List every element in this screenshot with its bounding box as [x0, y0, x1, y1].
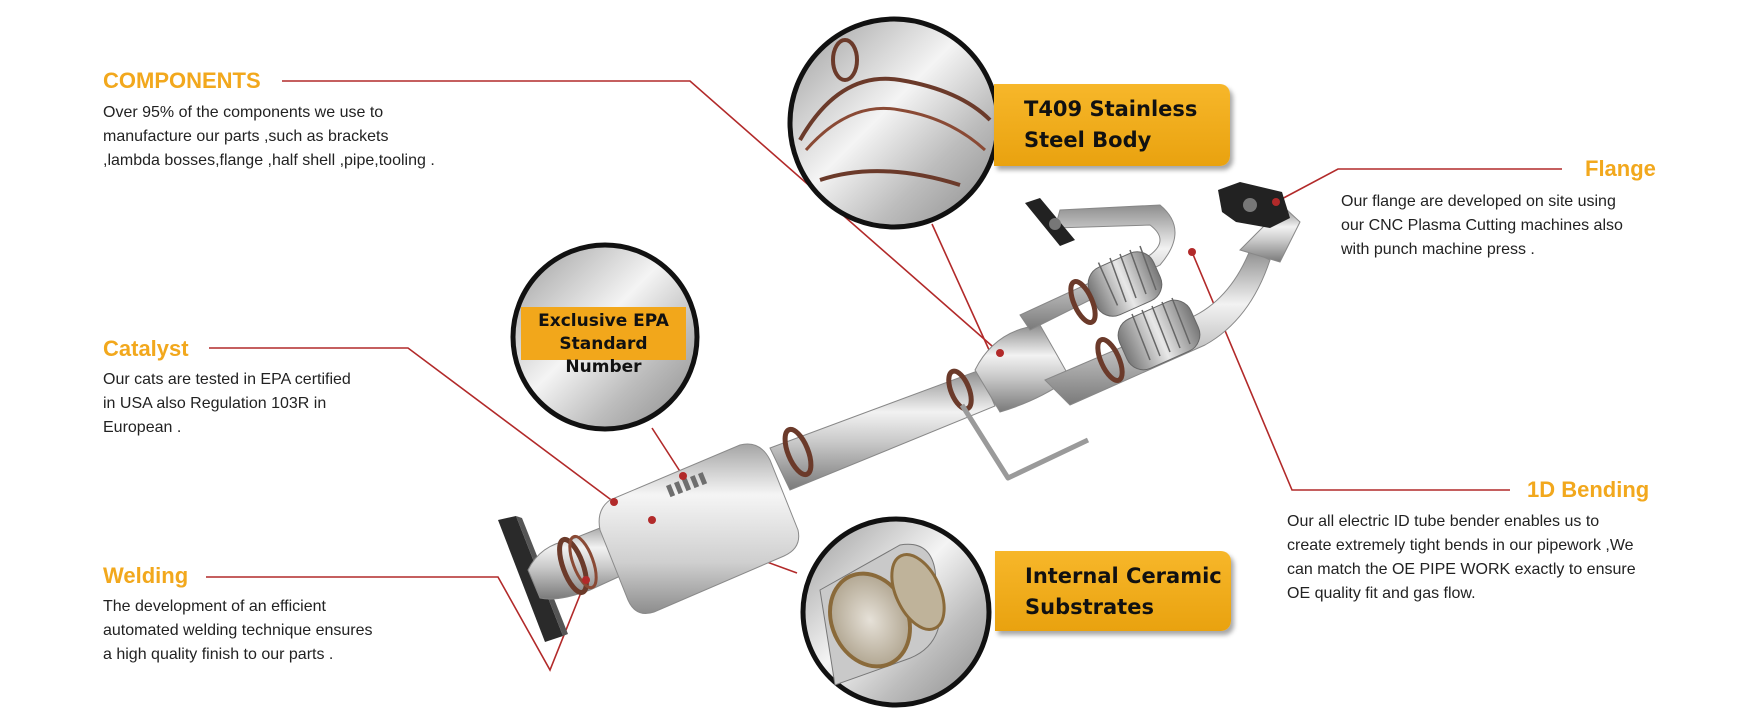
bending-description: Our all electric ID tube bender enables …: [1287, 510, 1667, 606]
outlet-flange-icon: [1218, 182, 1290, 228]
leader-line-epa: [651, 427, 684, 477]
ceramic-banner-line: Internal Ceramic: [1025, 564, 1222, 588]
components-line: manufacture our parts ,such as brackets: [103, 128, 389, 145]
steel-body-detail-circle: [787, 16, 1001, 230]
epa-stamp-icon: [666, 472, 708, 498]
epa-badge-line: Standard Number: [559, 334, 648, 377]
bending-title: 1D Bending: [1527, 477, 1650, 502]
leader-lines: [206, 80, 1562, 672]
catalyst-marker-icon: [610, 498, 618, 506]
welding-title: Welding: [103, 563, 189, 588]
steel-body-banner-line: Steel Body: [1024, 128, 1152, 152]
ceramic-banner-line: Substrates: [1025, 595, 1154, 619]
steel-body-banner: T409 Stainless Steel Body: [994, 84, 1230, 166]
catalyst-description: Our cats are tested in EPA certified in …: [103, 368, 433, 440]
catalyst-line: Our cats are tested in EPA certified: [103, 371, 351, 388]
components-line: ,lambda bosses,flange ,half shell ,pipe,…: [103, 152, 435, 169]
bending-line: can match the OE PIPE WORK exactly to en…: [1287, 561, 1636, 578]
y-junction-icon: [974, 324, 1071, 413]
welding-line: a high quality finish to our parts .: [103, 646, 334, 663]
components-description: Over 95% of the components we use to man…: [103, 101, 523, 173]
mid-pipe-icon: [769, 369, 996, 491]
catalyst-line: in USA also Regulation 103R in: [103, 395, 327, 412]
catalyst-body-icon: [598, 443, 800, 614]
leader-line-catalyst: [209, 347, 615, 503]
catalyst-title: Catalyst: [103, 336, 189, 361]
leader-line-flange: [1275, 168, 1562, 203]
left-outlet-flange-icon: [1025, 198, 1075, 246]
bending-line: OE quality fit and gas flow.: [1287, 585, 1476, 602]
leader-line-welding: [206, 576, 587, 672]
flange-line: our CNC Plasma Cutting machines also: [1341, 217, 1623, 234]
epa-marker-icon: [679, 472, 687, 480]
components-title: COMPONENTS: [103, 68, 261, 93]
welding-marker-icon: [582, 576, 590, 584]
flange-line: with punch machine press .: [1341, 241, 1535, 258]
ceramic-marker-icon: [648, 516, 656, 524]
welding-line: The development of an efficient: [103, 598, 326, 615]
leader-line-steel-body: [931, 223, 991, 353]
epa-badge: Exclusive EPA Standard Number: [521, 307, 686, 377]
bending-line: create extremely tight bends in our pipe…: [1287, 537, 1634, 554]
ceramic-detail-circle: [800, 516, 992, 708]
ceramic-banner: Internal Ceramic Substrates: [995, 551, 1231, 631]
catalyst-line: European .: [103, 419, 182, 436]
leader-line-components: [282, 80, 1001, 354]
welding-description: The development of an efficient automate…: [103, 595, 433, 667]
epa-badge-line: Exclusive EPA: [538, 311, 669, 331]
bending-line: Our all electric ID tube bender enables …: [1287, 513, 1600, 530]
flange-title: Flange: [1585, 156, 1656, 181]
steel-body-banner-line: T409 Stainless: [1024, 97, 1198, 121]
components-line: Over 95% of the components we use to: [103, 104, 384, 121]
flange-line: Our flange are developed on site using: [1341, 193, 1616, 210]
bracket-icon: [959, 403, 1090, 481]
welding-line: automated welding technique ensures: [103, 622, 373, 639]
flange-description: Our flange are developed on site using o…: [1341, 190, 1654, 262]
